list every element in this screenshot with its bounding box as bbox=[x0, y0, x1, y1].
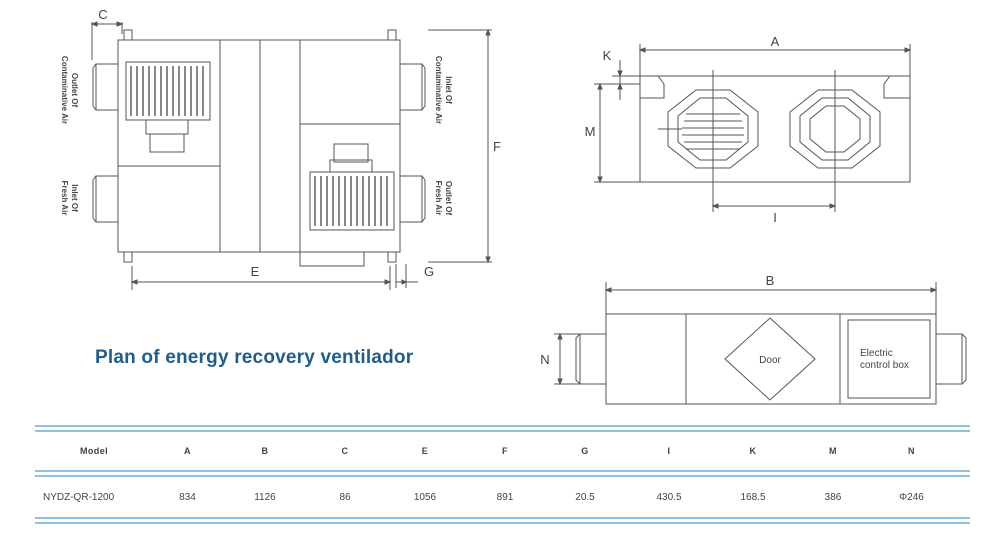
header-model: Model bbox=[80, 446, 108, 456]
dim-label-f: F bbox=[493, 139, 501, 154]
header-e: E bbox=[421, 446, 429, 456]
dim-label-c: C bbox=[98, 7, 107, 22]
cell-model: NYDZ-QR-1200 bbox=[43, 491, 115, 503]
label-outlet-contaminative: Outlet Of Contaminative Air bbox=[60, 56, 79, 124]
front-view bbox=[594, 44, 912, 212]
table-top-rule bbox=[35, 425, 970, 427]
dim-label-a: A bbox=[771, 34, 780, 49]
table-top-rule-2 bbox=[35, 430, 970, 432]
svg-text:Fresh Air: Fresh Air bbox=[434, 181, 443, 216]
svg-text:Inlet Of: Inlet Of bbox=[70, 184, 79, 212]
label-outlet-fresh: Outlet Of Fresh Air bbox=[434, 181, 453, 216]
header-b: B bbox=[261, 446, 269, 456]
header-m: M bbox=[829, 446, 837, 456]
cell-g: 20.5 bbox=[575, 491, 595, 503]
plan-title: Plan of energy recovery ventilador bbox=[95, 347, 414, 368]
svg-text:Inlet Of: Inlet Of bbox=[444, 76, 453, 104]
header-k: K bbox=[749, 446, 757, 456]
label-inlet-fresh: Inlet Of Fresh Air bbox=[60, 181, 79, 216]
dim-label-g: G bbox=[424, 264, 434, 279]
cell-c: 86 bbox=[339, 491, 351, 503]
svg-text:Contaminative Air: Contaminative Air bbox=[60, 56, 69, 124]
electric-box-label-line2: control box bbox=[860, 360, 909, 371]
cell-n: Φ246 bbox=[899, 491, 924, 503]
header-a: A bbox=[184, 446, 191, 456]
svg-text:Fresh Air: Fresh Air bbox=[60, 181, 69, 216]
header-i: I bbox=[667, 446, 671, 456]
door-label: Door bbox=[759, 355, 781, 366]
dim-label-e: E bbox=[251, 264, 260, 279]
cell-k: 168.5 bbox=[740, 491, 766, 503]
cell-f: 891 bbox=[496, 491, 514, 503]
top-view bbox=[90, 21, 492, 290]
spec-table: Model A B C E F G I K M N NYDZ-QR-1200 8… bbox=[35, 425, 970, 524]
svg-text:Outlet Of: Outlet Of bbox=[70, 73, 79, 108]
cell-e: 1056 bbox=[413, 491, 437, 503]
dim-label-m: M bbox=[585, 124, 596, 139]
table-bottom-rule bbox=[35, 517, 970, 519]
cell-a: 834 bbox=[179, 491, 196, 503]
header-n: N bbox=[908, 446, 915, 456]
dim-label-b: B bbox=[766, 273, 775, 288]
label-inlet-contaminative: Inlet Of Contaminative Air bbox=[434, 56, 453, 124]
table-mid-rule-2 bbox=[35, 475, 970, 477]
table-header-row: Model A B C E F G I K M N bbox=[35, 432, 970, 470]
electric-box-label-line1: Electric bbox=[860, 348, 893, 359]
dim-label-i: I bbox=[773, 210, 777, 225]
table-row: NYDZ-QR-1200 834 1126 86 1056 891 20.5 4… bbox=[35, 477, 970, 517]
svg-text:Contaminative Air: Contaminative Air bbox=[434, 56, 443, 124]
header-c: C bbox=[341, 446, 349, 456]
cell-b: 1126 bbox=[254, 491, 276, 503]
header-f: F bbox=[502, 446, 508, 456]
table-mid-rule bbox=[35, 470, 970, 472]
dim-label-n: N bbox=[540, 352, 549, 367]
cell-i: 430.5 bbox=[656, 491, 682, 503]
dim-label-k: K bbox=[603, 48, 612, 63]
header-g: G bbox=[581, 446, 589, 456]
table-bottom-rule-2 bbox=[35, 522, 970, 524]
cell-m: 386 bbox=[824, 491, 842, 503]
side-view bbox=[554, 282, 967, 405]
svg-text:Outlet Of: Outlet Of bbox=[444, 181, 453, 216]
